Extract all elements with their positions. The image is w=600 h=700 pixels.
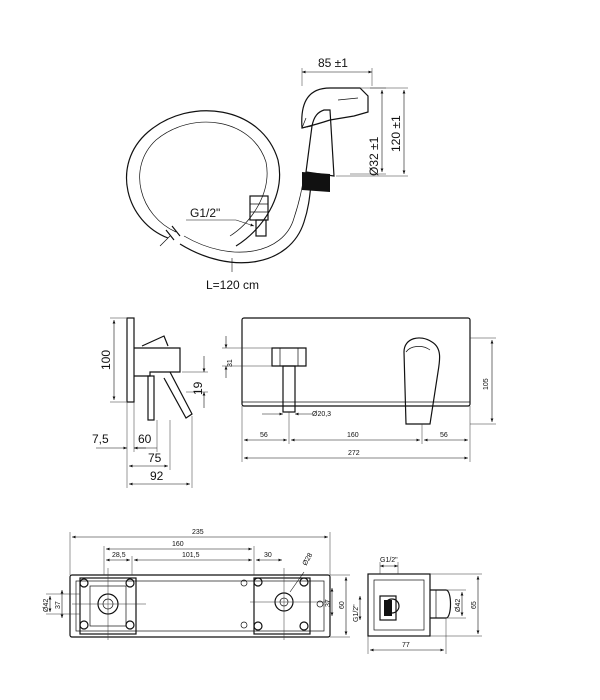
box-outer: [69, 574, 331, 638]
box-side-thread-label: G1/2": [380, 557, 398, 564]
box-side-h65-label: 65: [471, 601, 478, 609]
hose-lower-outer: [179, 175, 313, 264]
side-d3-label: 75: [148, 451, 162, 465]
box-h37a-label: 37: [55, 601, 62, 609]
hose-lower-inner: [183, 175, 305, 253]
front-height-label: 105: [483, 378, 490, 390]
connector-nut: [249, 195, 269, 221]
front-total-width-label: 272: [348, 450, 360, 457]
front-lever: [403, 337, 441, 425]
box-inner-label: 160: [172, 541, 184, 548]
box-d42-label: Ø42: [43, 599, 50, 612]
hose-inner: [139, 121, 268, 237]
hose-assembly: G1/2" L=120 cm: [125, 110, 313, 292]
lever-side: [163, 371, 193, 419]
side-height-label: 100: [99, 350, 113, 370]
box-left-label: 28,5: [112, 552, 126, 559]
front-center-distance-label: 160: [347, 432, 359, 439]
front-plate: [241, 317, 471, 407]
handset-height-label: 120 ±1: [389, 115, 403, 152]
box-right-label: 30: [264, 552, 272, 559]
side-d2-label: 60: [138, 432, 152, 446]
valve-block-right: [253, 577, 311, 635]
hose-thread-label: G1/2": [190, 206, 220, 220]
front-outlet-diameter-label: Ø20,3: [312, 411, 331, 418]
side-lever-label: 19: [191, 381, 205, 395]
box-hole-label: Ø28: [302, 552, 315, 567]
spray-head: [301, 87, 369, 129]
outlet-nut: [271, 347, 307, 367]
box-side-thread-vertical-label: G1/2": [353, 604, 360, 622]
side-d4-label: 92: [150, 469, 164, 483]
box-h60-label: 60: [339, 601, 346, 609]
side-view: 100 19 7,5 60 75 92: [92, 317, 208, 488]
front-left-offset-label: 56: [260, 432, 268, 439]
box-side-outer: [367, 573, 431, 637]
box-side-protrusion: [430, 589, 452, 619]
handset-width-label: 85 ±1: [318, 56, 348, 70]
front-view: 31 Ø20,3 56 160 56 272 105: [222, 317, 496, 462]
box-side-view: G1/2" G1/2" Ø42 65 77: [353, 557, 482, 654]
front-outlet-height-label: 31: [227, 359, 234, 367]
wall-plate-side: [126, 317, 135, 403]
handset-diameter-label: Ø32 ±1: [367, 136, 381, 176]
box-plan: 235 160 28,5 101,5 30 Ø28 Ø42 37 37 60: [43, 529, 350, 640]
box-side-width-label: 77: [402, 642, 410, 649]
outlet-pipe: [282, 365, 296, 413]
box-total-label: 235: [192, 529, 204, 536]
hose-length-label: L=120 cm: [206, 278, 259, 292]
hose-break-mark: [165, 225, 181, 241]
front-right-offset-label: 56: [440, 432, 448, 439]
hand-shower: 85 ±1 Ø32 ±1 120 ±1: [301, 56, 408, 192]
side-d1-label: 7,5: [92, 432, 109, 446]
box-side-d42-label: Ø42: [455, 599, 462, 612]
box-h37b-label: 37: [325, 599, 332, 607]
trigger: [301, 117, 313, 129]
hose-collar: [302, 172, 330, 192]
box-middle-label: 101,5: [182, 552, 200, 559]
hose-outer: [125, 110, 281, 247]
